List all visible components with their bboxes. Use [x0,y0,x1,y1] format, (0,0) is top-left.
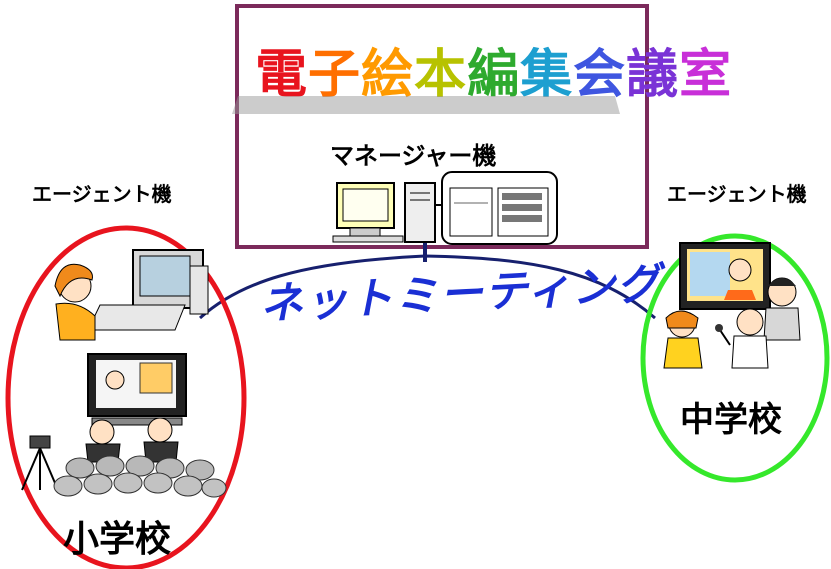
middle-school-students-icon [663,277,801,369]
title-char: 子 [308,45,362,105]
manager-screen-window [441,171,558,245]
elementary-school-ellipse [5,225,247,569]
conference-room-title: 電子絵本編集会議室 [255,32,732,107]
title-char: 本 [414,45,468,105]
girl-at-computer-icon [54,249,209,341]
middle-school-label: 中学校 [680,400,782,440]
classroom-tv-icon [87,353,187,426]
right-agent-label: エージェント機 [667,182,807,206]
title-char: 編 [467,45,521,105]
left-agent-label: エージェント機 [32,182,172,206]
elementary-school-label: 小学校 [63,519,172,560]
title-char: 室 [679,45,733,105]
students-audience-icon [53,417,227,498]
title-char: 集 [520,45,574,105]
title-char: 電 [255,45,309,105]
video-camera-icon [21,435,59,491]
title-char: 絵 [361,45,415,105]
title-shadow [232,96,620,114]
title-char: 会 [573,45,627,105]
manager-machine-label: マネージャー機 [330,142,497,170]
manager-computer-icon [332,182,442,243]
title-char: 議 [626,45,680,105]
middle-school-ellipse [640,233,830,483]
middle-school-tv-icon [679,242,771,310]
